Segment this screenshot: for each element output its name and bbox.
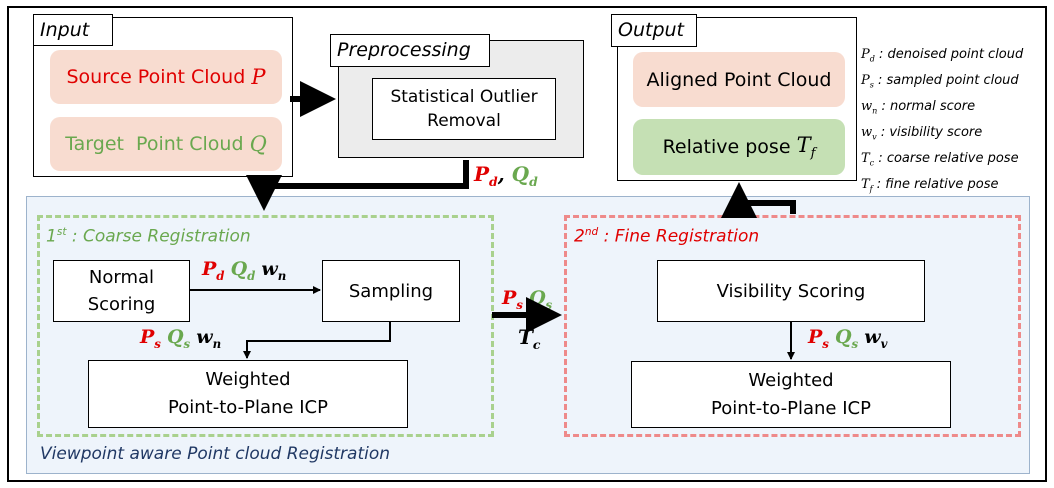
symbol-legend: Pd : denoised point cloud Ps : sampled p… bbox=[861, 44, 1023, 201]
legend-item: wn : normal score bbox=[861, 99, 976, 116]
coarse-registration-title: 1st : Coarse Registration bbox=[46, 226, 251, 247]
source-point-cloud-label: Source Point Cloud bbox=[66, 66, 246, 88]
source-point-cloud-box: Source Point Cloud P bbox=[50, 50, 282, 104]
source-point-cloud-symbol: P bbox=[251, 65, 266, 89]
fine-arrow-label: Ps Qs wv bbox=[808, 326, 888, 351]
fine-registration-panel bbox=[564, 215, 1021, 437]
aligned-point-cloud-box: Aligned Point Cloud bbox=[633, 52, 845, 107]
target-point-cloud-symbol: Q bbox=[249, 132, 267, 156]
relative-pose-box: Relative pose Tf bbox=[633, 119, 845, 175]
preprocessing-title: Preprocessing bbox=[330, 34, 490, 67]
outlier-removal-line1: Statistical Outlier bbox=[390, 87, 538, 107]
sampling-box: Sampling bbox=[322, 260, 460, 322]
relative-pose-label: Relative pose bbox=[662, 136, 791, 158]
registration-footer: Viewpoint aware Point cloud Registration bbox=[40, 444, 391, 464]
fine-registration-title: 2nd : Fine Registration bbox=[574, 226, 760, 247]
target-point-cloud-label: Target Point Cloud bbox=[65, 133, 244, 155]
legend-item: Pd : denoised point cloud bbox=[861, 47, 1024, 64]
preprocessing-to-coarse-arrow bbox=[246, 160, 469, 211]
legend-item: Ps : sampled point cloud bbox=[861, 73, 1019, 90]
coarse-arrow1-label: Pd Qd wn bbox=[202, 258, 287, 283]
legend-item: wv : visibility score bbox=[861, 125, 983, 142]
sampling-to-icp-arrow bbox=[243, 322, 391, 359]
input-title: Input bbox=[33, 14, 113, 46]
output-title: Output bbox=[611, 14, 697, 47]
fine-to-output-arrow bbox=[721, 182, 796, 218]
target-point-cloud-box: Target Point Cloud Q bbox=[50, 117, 282, 171]
preprocessing-output-label: Pd, Qd bbox=[474, 162, 538, 189]
statistical-outlier-removal-box: Statistical Outlier Removal bbox=[372, 78, 556, 140]
coarse-arrow2-label: Ps Qs wn bbox=[140, 326, 222, 351]
outer-frame bbox=[7, 6, 1047, 482]
visibility-scoring-box: Visibility Scoring bbox=[657, 260, 925, 322]
outlier-removal-line2: Removal bbox=[427, 111, 501, 131]
legend-item: Tf : fine relative pose bbox=[861, 177, 999, 195]
relative-pose-symbol: Tf bbox=[796, 132, 816, 162]
legend-item: Tc : coarse relative pose bbox=[861, 151, 1019, 168]
aligned-point-cloud-label: Aligned Point Cloud bbox=[646, 68, 832, 91]
coarse-registration-panel bbox=[37, 215, 494, 437]
